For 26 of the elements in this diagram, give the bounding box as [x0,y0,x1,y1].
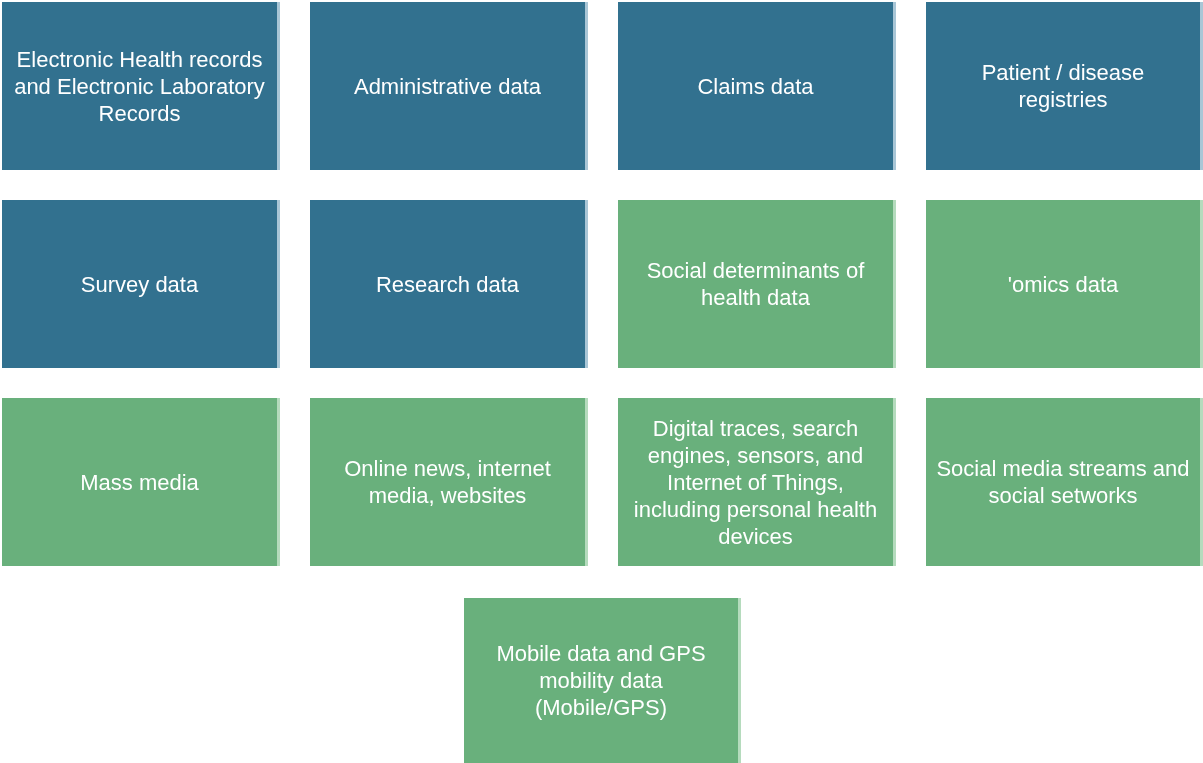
box-label: Electronic Health records and Electronic Laboratory Records [13,45,266,127]
category-box [464,598,741,763]
category-box [310,2,588,170]
box-label: Mass media [80,468,199,496]
box-label: Patient / disease registries [980,59,1146,113]
box-label: Administrative data [353,72,542,100]
box-label: Survey data [80,270,199,298]
box-label: Claims data [697,72,814,100]
category-box [926,398,1203,566]
category-box [2,2,280,170]
box-label: Mobile data and GPS mobility data (Mobile/GPS) [495,640,707,721]
category-box [618,200,896,368]
category-box [2,200,280,368]
category-box [618,2,896,170]
category-box [310,200,588,368]
category-box [926,200,1203,368]
box-label: Social determinants of health data [645,257,866,311]
box-label: Research data [375,270,520,298]
box-label: Social media streams and social setworks [936,455,1190,509]
category-box [926,2,1203,170]
category-box [310,398,588,566]
category-box [618,398,896,566]
box-label: Online news, internet media, websites [343,455,552,509]
box-label: 'omics data [1007,270,1119,298]
box-label: Digital traces, search engines, sensors, and Internet of Things, including personal health devices [632,414,879,550]
category-box [2,398,280,566]
